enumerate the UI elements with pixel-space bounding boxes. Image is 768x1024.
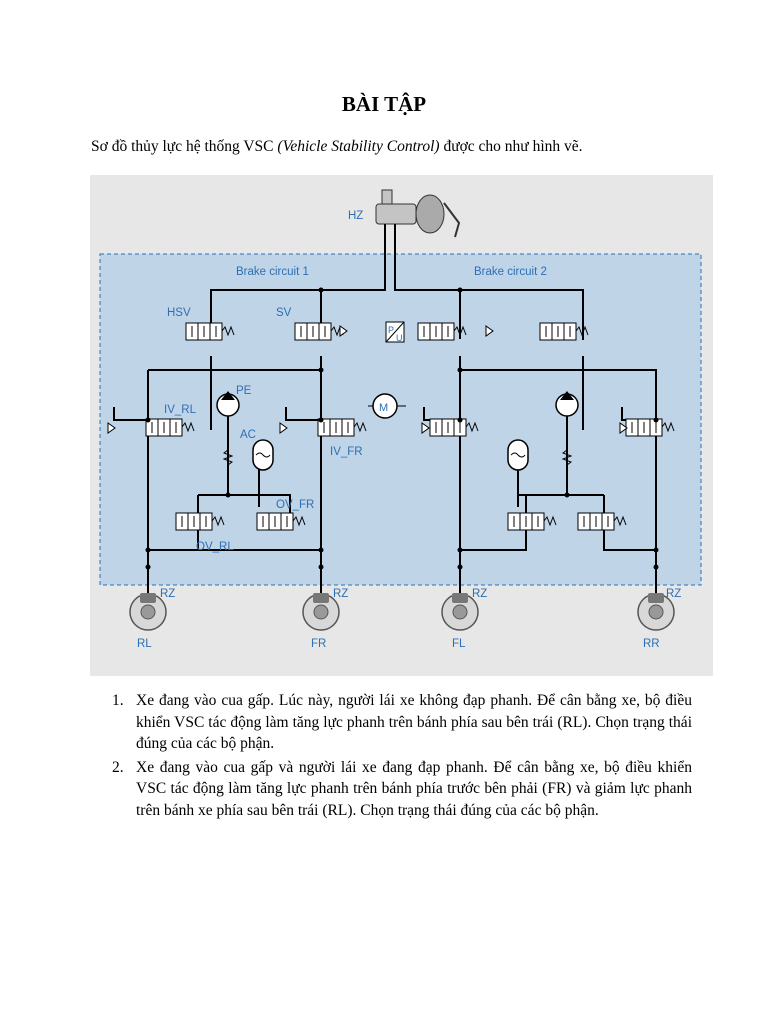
intro-text-end: được cho như hình vẽ.	[439, 138, 583, 155]
circuit1-label: Brake circuit 1	[236, 266, 309, 278]
hsv-label: HSV	[167, 307, 191, 319]
pump-pe-2	[555, 391, 579, 417]
wheel-fl	[441, 593, 479, 631]
question-number: 2.	[112, 758, 124, 776]
pressure-sensor: P U	[385, 321, 405, 343]
sensor-p-label: P	[388, 325, 394, 335]
hz-label: HZ	[348, 210, 363, 222]
wheel-label-fl: FL	[452, 638, 466, 650]
rz-label-fr: RZ	[333, 588, 348, 600]
circuit-panel	[99, 253, 702, 586]
question-item: 1. Xe đang vào cua gấp. Lúc này, người l…	[112, 690, 692, 755]
ov-fr-label: OV_FR	[276, 499, 314, 511]
question-item: 2. Xe đang vào cua gấp và người lái xe đ…	[112, 757, 692, 822]
wheel-lines	[147, 567, 657, 593]
wheel-rr	[637, 593, 675, 631]
rz-label-fl: RZ	[472, 588, 487, 600]
accumulator-1	[252, 439, 274, 471]
question-text: Xe đang vào cua gấp. Lúc này, người lái …	[136, 692, 692, 752]
rz-label-rr: RZ	[666, 588, 681, 600]
wheel-fr	[302, 593, 340, 631]
intro-italic: (Vehicle Stability Control)	[277, 138, 440, 155]
diagram-svg: HZ Brake circuit 1 Brake circuit 2	[99, 189, 702, 650]
wheel-rl	[129, 593, 167, 631]
ac-label: AC	[240, 429, 256, 441]
wheel-label-rl: RL	[137, 638, 152, 650]
pe-label: PE	[236, 385, 252, 397]
motor: M	[368, 393, 406, 419]
ov-rl-label: OV_RL	[196, 541, 234, 553]
sv-label: SV	[276, 307, 292, 319]
master-cylinder	[375, 189, 461, 254]
question-number: 1.	[112, 692, 124, 709]
question-text: Xe đang vào cua gấp và người lái xe đang…	[136, 758, 692, 819]
motor-label: M	[379, 402, 388, 414]
spring-2	[561, 449, 573, 466]
pump-pe-1	[216, 391, 240, 417]
accumulator-2	[507, 439, 529, 471]
intro-text: Sơ đồ thủy lực hệ thống VSC	[91, 138, 278, 155]
circuit2-label: Brake circuit 2	[474, 266, 547, 278]
spring-1	[222, 449, 234, 466]
rz-label-rl: RZ	[160, 588, 175, 600]
intro-paragraph: Sơ đồ thủy lực hệ thống VSC (Vehicle Sta…	[91, 138, 583, 156]
iv-fr-label: IV_FR	[330, 446, 363, 458]
junction-dots	[145, 287, 659, 570]
iv-rl-label: IV_RL	[164, 404, 197, 416]
wheel-label-rr: RR	[643, 638, 660, 650]
page-title: BÀI TẬP	[341, 92, 427, 116]
wheel-label-fr: FR	[311, 638, 326, 650]
question-list: 1. Xe đang vào cua gấp. Lúc này, người l…	[112, 690, 692, 823]
vsc-hydraulic-diagram: HZ Brake circuit 1 Brake circuit 2	[90, 175, 713, 676]
sensor-u-label: U	[396, 333, 403, 343]
